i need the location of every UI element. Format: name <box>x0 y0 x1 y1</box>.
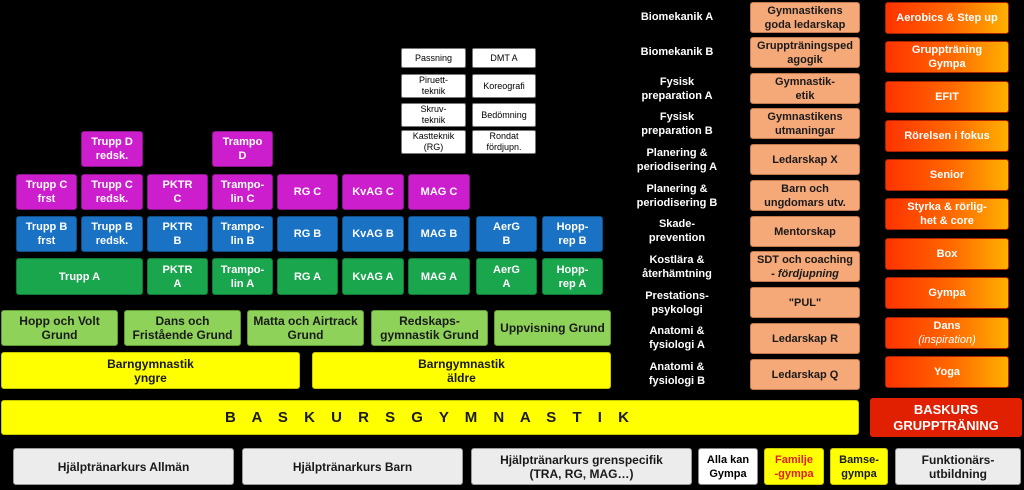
box-grupptraningspedagogik: Gruppträningspedagogik <box>750 37 860 68</box>
label-prestationspsykologi: Prestations- psykologi <box>645 290 709 316</box>
box-rg-b: RG B <box>277 216 338 252</box>
box-dmt-a: DMT A <box>472 48 536 68</box>
box-mag-a: MAG A <box>408 258 470 295</box>
box-bedomning: Bedömning <box>472 103 536 127</box>
label-fysisk-preparation-a: Fysisk preparation A <box>641 76 713 102</box>
label-planering-a: Planering & periodisering A <box>636 147 718 173</box>
label-anatomi-b: Anatomi & fysiologi B <box>648 361 706 387</box>
label-fysisk-preparation-b: Fysisk preparation B <box>641 111 713 137</box>
box-dans-och-fristaende-grund: Dans och Fristående Grund <box>124 310 241 346</box>
box-piruett-teknik: Piruett- teknik <box>401 74 466 98</box>
box-barngymnastik-yngre: Barngymnastik yngre <box>1 352 300 389</box>
box-hjalptranarkurs-barn: Hjälptränarkurs Barn <box>242 448 463 485</box>
box-trupp-c-redsk: Trupp C redsk. <box>81 174 143 210</box>
box-dans-inspiration: Dans (inspiration) <box>885 317 1009 349</box>
box-aerobics-step-up: Aerobics & Step up <box>885 2 1009 34</box>
box-trupp-b-redsk: Trupp B redsk. <box>81 216 143 252</box>
box-aerg-a: AerG A <box>476 258 537 295</box>
box-trampolin-c: Trampo- lin C <box>212 174 273 210</box>
box-redskapsgymnastik-grund: Redskaps- gymnastik Grund <box>371 310 488 346</box>
box-yoga: Yoga <box>885 356 1009 388</box>
box-familjegympa: Familje -gympa <box>764 448 824 485</box>
box-passning: Passning <box>401 48 466 68</box>
label-kostlara: Kostlära & återhämtning <box>642 254 712 280</box>
box-senior: Senior <box>885 159 1009 191</box>
box-pktr-b: PKTR B <box>147 216 208 252</box>
box-uppvisning-grund: Uppvisning Grund <box>494 310 611 346</box>
box-trampolin-b: Trampo- lin B <box>212 216 273 252</box>
box-hjalptranarkurs-allman: Hjälptränarkurs Allmän <box>13 448 234 485</box>
box-mag-b: MAG B <box>408 216 470 252</box>
box-rondat-fordjupn: Rondat fördjupn. <box>472 130 536 154</box>
box-rg-c: RG C <box>277 174 338 210</box>
box-hopp-och-volt-grund: Hopp och Volt Grund <box>1 310 118 346</box>
box-trupp-b-frst: Trupp B frst <box>16 216 77 252</box>
box-box: Box <box>885 238 1009 270</box>
box-rg-a: RG A <box>277 258 338 295</box>
box-ledarskap-x: Ledarskap X <box>750 144 860 175</box>
sdt-sub-text: - fördjupning <box>771 267 839 280</box>
box-matta-och-airtrack-grund: Matta och Airtrack Grund <box>247 310 364 346</box>
sdt-main-text: SDT och coaching <box>757 253 853 266</box>
label-biomekanik-b: Biomekanik B <box>640 46 714 58</box>
box-mentorskap: Mentorskap <box>750 216 860 247</box>
label-biomekanik-a: Biomekanik A <box>640 11 714 23</box>
box-gympa: Gympa <box>885 277 1009 309</box>
box-hopprep-a: Hopp- rep A <box>542 258 603 295</box>
box-efit: EFIT <box>885 81 1009 113</box>
box-alla-kan-gympa: Alla kan Gympa <box>698 448 758 485</box>
box-styrka-rorlighet-core: Styrka & rörlig- het & core <box>885 198 1009 230</box>
box-trampolin-a: Trampo- lin A <box>212 258 273 295</box>
box-mag-c: MAG C <box>408 174 470 210</box>
box-gymnastik-etik: Gymnastik- etik <box>750 73 860 104</box>
box-kvag-c: KvAG C <box>342 174 404 210</box>
box-baskurs-gymnastik: B A S K U R S G Y M N A S T I K <box>1 400 859 435</box>
box-barngymnastik-aldre: Barngymnastik äldre <box>312 352 611 389</box>
dans-main-text: Dans <box>933 320 961 332</box>
box-aerg-b: AerG B <box>476 216 537 252</box>
box-sdt-och-coaching: SDT och coaching - fördjupning <box>750 251 860 282</box>
box-barn-och-ungdomars-utv: Barn och ungdomars utv. <box>750 180 860 211</box>
box-trupp-a: Trupp A <box>16 258 143 295</box>
box-trupp-c-frst: Trupp C frst <box>16 174 77 210</box>
box-pktr-c: PKTR C <box>147 174 208 210</box>
box-kvag-a: KvAG A <box>342 258 404 295</box>
box-kvag-b: KvAG B <box>342 216 404 252</box>
box-gymnastikens-goda-ledarskap: Gymnastikens goda ledarskap <box>750 2 860 33</box>
box-koreografi: Koreografi <box>472 74 536 98</box>
grupptraningspedagogik-text: Gruppträningspedagogik <box>757 39 853 66</box>
label-skadeprevention: Skade- prevention <box>648 218 706 244</box>
box-grupptraning-gympa: Gruppträning Gympa <box>885 41 1009 73</box>
dans-sub-text: (inspiration) <box>918 334 976 346</box>
box-ledarskap-q: Ledarskap Q <box>750 359 860 390</box>
box-funktionarsutbildning: Funktionärs- utbildning <box>895 448 1021 485</box>
box-trampo-d: Trampo D <box>212 131 273 167</box>
box-pktr-a: PKTR A <box>147 258 208 295</box>
box-gymnastikens-utmaningar: Gymnastikens utmaningar <box>750 108 860 139</box>
box-baskurs-grupptraning: BASKURS GRUPPTRÄNING <box>870 398 1022 437</box>
label-planering-b: Planering & periodisering B <box>636 183 718 209</box>
box-trupp-d-redsk: Trupp D redsk. <box>81 131 143 167</box>
box-bamsegympa: Bamse- gympa <box>830 448 888 485</box>
box-skruv-teknik: Skruv- teknik <box>401 103 466 127</box>
label-anatomi-a: Anatomi & fysiologi A <box>649 325 705 351</box>
box-hjalptranarkurs-grenspecifik: Hjälptränarkurs grenspecifik (TRA, RG, M… <box>471 448 692 485</box>
box-pul: "PUL" <box>750 287 860 318</box>
box-rorelsen-i-fokus: Rörelsen i fokus <box>885 120 1009 152</box>
box-kastteknik: Kastteknik (RG) <box>401 130 466 154</box>
box-hopprep-b: Hopp- rep B <box>542 216 603 252</box>
box-ledarskap-r: Ledarskap R <box>750 323 860 354</box>
